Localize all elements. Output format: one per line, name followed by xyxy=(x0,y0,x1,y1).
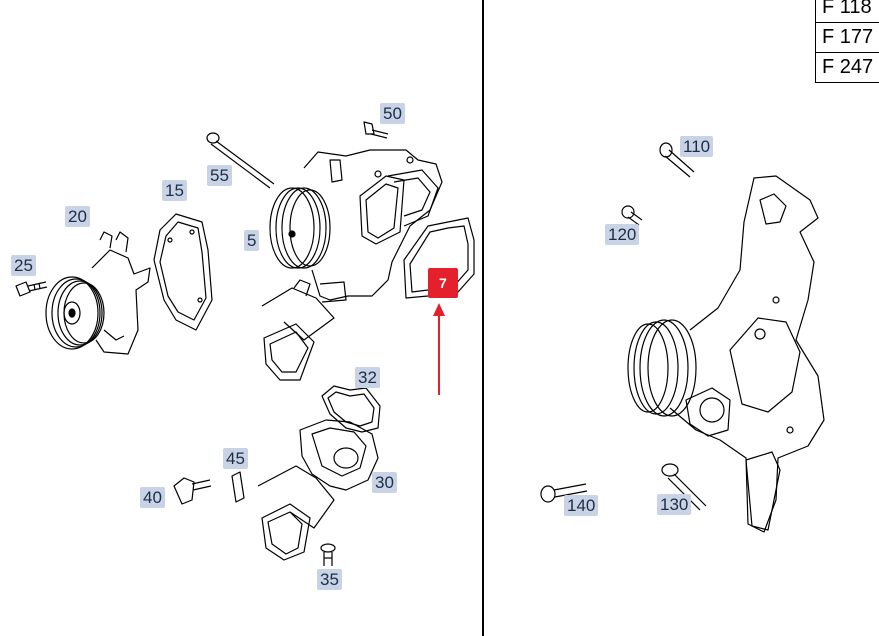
callout-30[interactable]: 30 xyxy=(372,472,397,493)
gasket-7-drawing xyxy=(403,217,475,299)
gasket-32-drawing xyxy=(321,385,381,433)
bolt-110-drawing xyxy=(659,142,695,178)
bolt-25-drawing xyxy=(15,281,48,297)
reference-cell[interactable]: F 247 xyxy=(814,52,879,83)
reference-table: F 118 F 177 F 247 xyxy=(814,0,879,83)
callout-7-highlighted[interactable]: 7 xyxy=(428,268,458,298)
callout-20[interactable]: 20 xyxy=(65,206,90,227)
callout-130[interactable]: 130 xyxy=(657,494,692,515)
highlight-arrow xyxy=(433,303,445,395)
reference-cell[interactable]: F 177 xyxy=(814,22,879,53)
bolt-55-drawing xyxy=(206,132,275,189)
bolt-35-drawing xyxy=(320,543,336,566)
pump-housing-drawing xyxy=(261,149,443,381)
bolt-120-drawing xyxy=(621,205,643,226)
gasket-15-drawing xyxy=(153,213,213,331)
reference-cell[interactable]: F 118 xyxy=(814,0,879,23)
callout-45[interactable]: 45 xyxy=(223,448,248,469)
bolt-50-drawing xyxy=(363,121,389,139)
callout-32[interactable]: 32 xyxy=(355,367,380,388)
callout-5[interactable]: 5 xyxy=(244,230,260,251)
callout-25[interactable]: 25 xyxy=(11,255,36,276)
thermostat-housing-drawing xyxy=(257,419,379,561)
callout-50[interactable]: 50 xyxy=(380,103,405,124)
bolt-140-drawing xyxy=(540,483,588,503)
callout-120[interactable]: 120 xyxy=(605,224,640,245)
callout-15[interactable]: 15 xyxy=(162,180,187,201)
water-pump-drawing xyxy=(45,231,151,355)
assembled-pump-drawing xyxy=(627,175,825,533)
callout-35[interactable]: 35 xyxy=(317,569,342,590)
callout-140[interactable]: 140 xyxy=(564,495,599,516)
callout-55[interactable]: 55 xyxy=(207,165,232,186)
callout-40[interactable]: 40 xyxy=(140,487,165,508)
section-divider xyxy=(482,0,484,636)
clip-45-drawing xyxy=(231,471,245,503)
callout-110[interactable]: 110 xyxy=(680,136,714,157)
sensor-40-drawing xyxy=(173,477,212,505)
